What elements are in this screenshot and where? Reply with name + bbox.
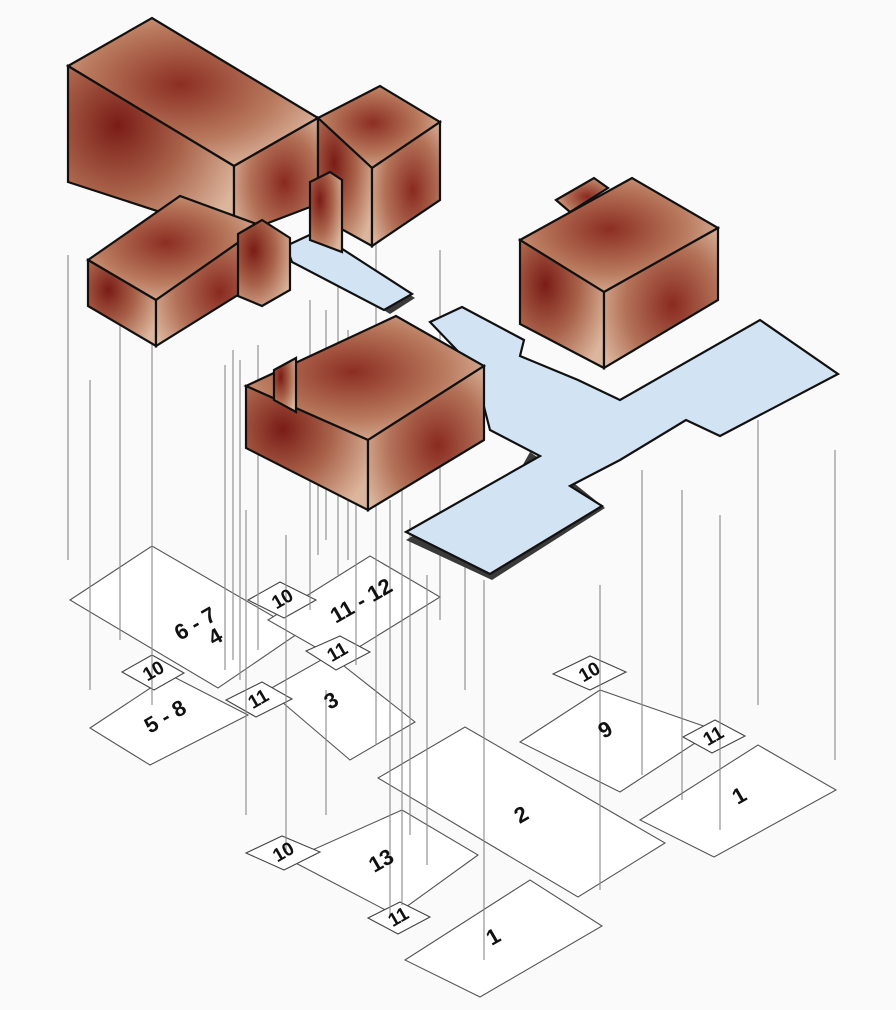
walkway-upper bbox=[286, 232, 412, 310]
building-central bbox=[246, 316, 484, 510]
building-right bbox=[520, 178, 718, 368]
building-upper-middle bbox=[310, 86, 440, 252]
ground-plan bbox=[70, 546, 836, 997]
zone-1-bottom-outline bbox=[405, 880, 602, 997]
